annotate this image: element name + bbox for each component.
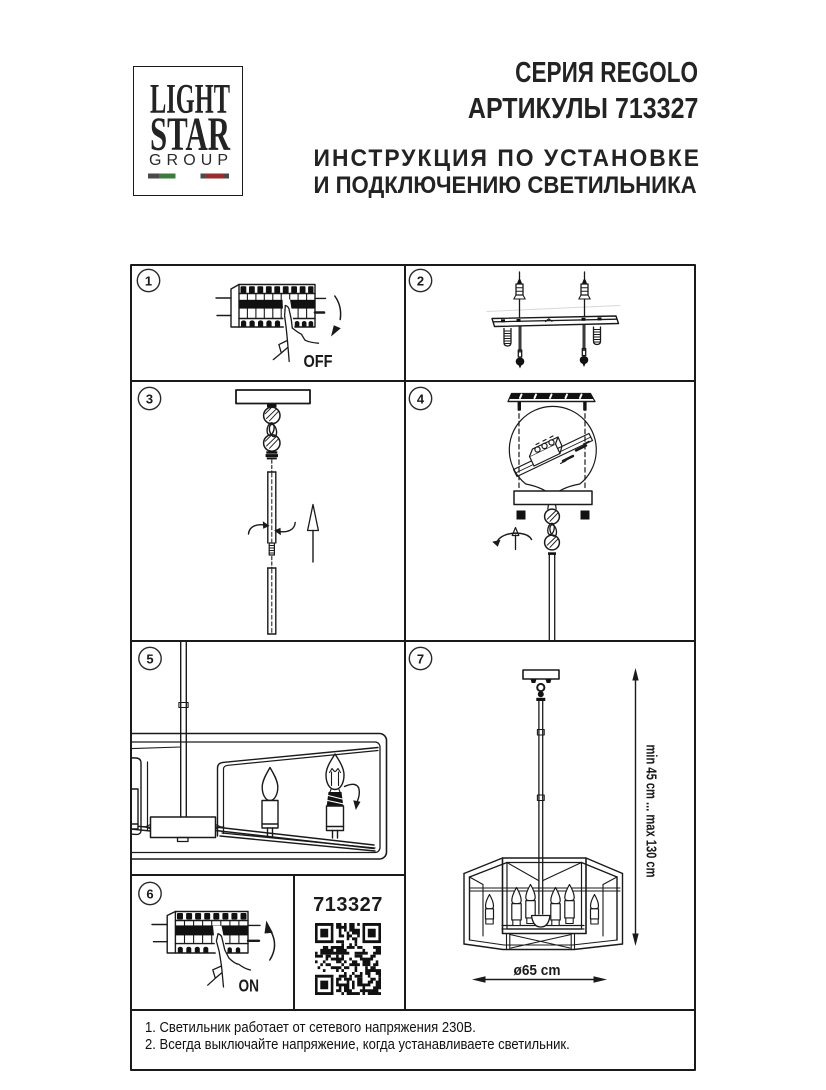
svg-text:3: 3: [146, 392, 153, 407]
svg-text:7: 7: [417, 652, 424, 667]
svg-text:2: 2: [417, 274, 424, 289]
svg-text:ø65 cm: ø65 cm: [514, 963, 561, 979]
svg-text:5: 5: [146, 652, 153, 667]
svg-text:713327: 713327: [313, 894, 383, 916]
svg-text:1: 1: [145, 274, 152, 289]
svg-text:OFF: OFF: [304, 351, 333, 371]
svg-text:4: 4: [417, 392, 425, 407]
svg-text:min 45 cm ... max 130 cm: min 45 cm ... max 130 cm: [643, 745, 659, 878]
svg-text:6: 6: [146, 887, 153, 902]
svg-text:ON: ON: [239, 976, 260, 996]
